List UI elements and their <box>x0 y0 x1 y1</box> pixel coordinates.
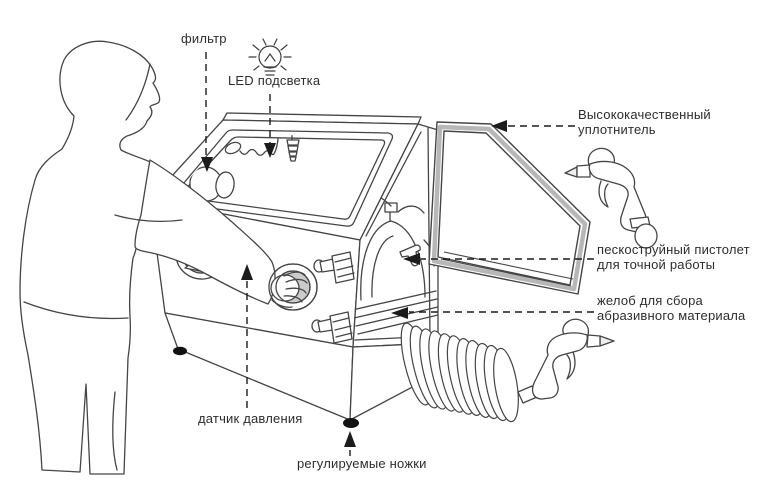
ribbed-nozzle <box>286 134 300 162</box>
arrow-seal <box>491 120 507 132</box>
hanging-gun-grip <box>224 141 242 155</box>
person-body <box>19 40 161 475</box>
led-bulb-icon <box>248 38 292 76</box>
arrow-precision <box>403 253 420 265</box>
label-trough: желоб для сбора абразивного материала <box>597 293 746 323</box>
seal-strip <box>431 124 588 292</box>
door-hinge-top <box>313 251 355 284</box>
coiled-hose <box>400 322 519 423</box>
arrow-pressure <box>241 264 253 280</box>
arrow-filter <box>201 157 213 172</box>
arrow-trough <box>391 307 408 319</box>
leader-lines <box>201 52 594 456</box>
person-figure <box>19 40 318 475</box>
label-led: LED подсветка <box>228 73 321 88</box>
door-panel <box>428 121 591 295</box>
window-interior <box>189 134 300 202</box>
door-hinge-bottom <box>311 311 353 344</box>
person-arm <box>134 159 276 305</box>
label-filter: фильтр <box>181 31 227 46</box>
adjustable-foot-front <box>343 418 359 428</box>
air-gun-top <box>564 147 658 249</box>
adjustable-foot-left <box>173 346 187 356</box>
label-feet: регулируемые ножки <box>297 456 427 471</box>
label-seal: Высококачественный уплотнитель <box>578 107 711 137</box>
arrow-feet <box>344 431 356 447</box>
label-precision-gun: пескоструйный пистолет для точной работы <box>597 242 750 272</box>
arrow-led <box>264 143 276 158</box>
label-pressure-sensor: датчик давления <box>198 411 303 426</box>
air-gun-bottom <box>517 318 615 404</box>
